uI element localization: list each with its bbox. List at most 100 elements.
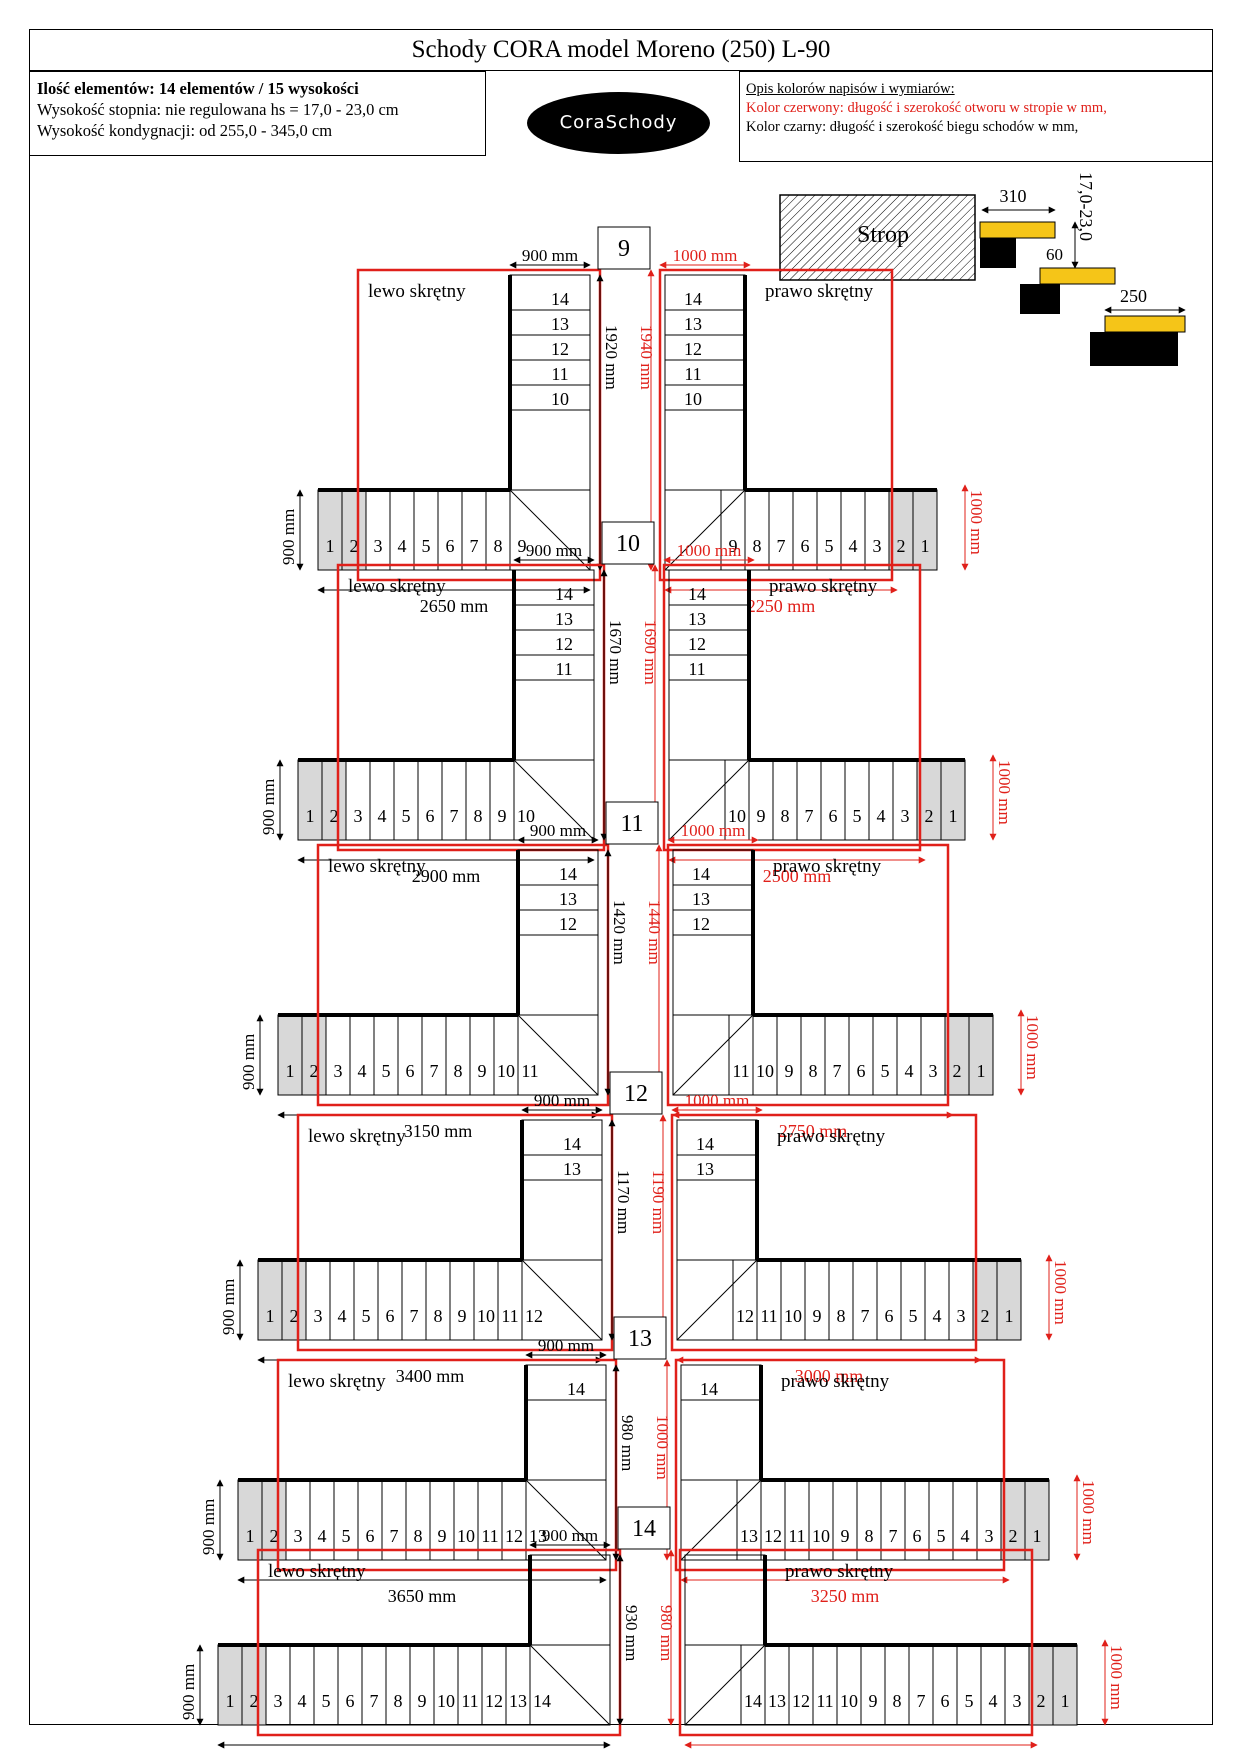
- right-step-number: 7: [805, 806, 814, 826]
- right-step-number: 10: [784, 1306, 802, 1326]
- rise-label: 17,0-23,0: [1076, 172, 1096, 241]
- right-step-number: 12: [736, 1306, 754, 1326]
- right-upper-step-number: 14: [700, 1379, 718, 1399]
- right-upper-step-number: 12: [684, 339, 702, 359]
- config-number-box: [617, 1506, 671, 1550]
- right-step-number: 9: [813, 1306, 822, 1326]
- right-upper-run: [680, 1364, 762, 1481]
- left-upper-step-number: 13: [555, 609, 573, 629]
- left-label: lewo skrętny: [308, 1126, 406, 1147]
- left-step-number: 1: [326, 536, 335, 556]
- right-step-number: 7: [861, 1306, 870, 1326]
- brand-logo: CoraSchody: [527, 92, 710, 154]
- left-step-number: 4: [378, 806, 387, 826]
- right-step-number: 4: [933, 1306, 942, 1326]
- right-step-number: 7: [917, 1691, 926, 1711]
- right-step-number: 4: [961, 1526, 970, 1546]
- right-label: prawo skrętny: [785, 1561, 894, 1582]
- right-step-number: 10: [756, 1061, 774, 1081]
- left-step-number: 2: [250, 1691, 259, 1711]
- left-step-number: 7: [470, 536, 479, 556]
- strop-slab: [779, 194, 976, 281]
- run-height-label: 1420 mm: [610, 900, 629, 965]
- left-upper-step-number: 11: [555, 659, 572, 679]
- left-step-number: 10: [457, 1526, 475, 1546]
- right-step-number: 2: [925, 806, 934, 826]
- right-label: prawo skrętny: [777, 1126, 886, 1147]
- left-label: lewo skrętny: [328, 856, 426, 877]
- left-upper-step-number: 13: [551, 314, 569, 334]
- right-side-label: 1000 mm: [1107, 1645, 1126, 1710]
- right-step-number: 10: [728, 806, 746, 826]
- left-upper-step-number: 13: [559, 889, 577, 909]
- info-step-height: Wysokość stopnia: nie regulowana hs = 17…: [37, 100, 399, 119]
- right-length-label: 3000 mm: [795, 1366, 864, 1386]
- right-upper-run: [664, 274, 746, 491]
- hole-height-label: 1190 mm: [649, 1170, 668, 1234]
- right-step-number: 2: [953, 1061, 962, 1081]
- left-run: [217, 1644, 611, 1726]
- right-winder: [672, 1014, 754, 1096]
- left-step-number: 7: [370, 1691, 379, 1711]
- left-step-number: 1: [246, 1526, 255, 1546]
- info-floor-height: Wysokość kondygnacji: od 255,0 - 345,0 c…: [37, 121, 333, 140]
- right-hole-outline: [678, 1548, 1034, 1737]
- right-upper-step-number: 10: [684, 389, 702, 409]
- info-elements: Ilość elementów: 14 elementów / 15 wysok…: [37, 79, 359, 98]
- left-side-label: 900 mm: [259, 779, 278, 835]
- left-step-number: 5: [422, 536, 431, 556]
- color-legend: Opis kolorów napisów i wymiarów: Kolor c…: [739, 71, 1213, 162]
- run-height-label: 980 mm: [618, 1415, 637, 1471]
- right-step-number: 2: [1037, 1691, 1046, 1711]
- left-step-number: 6: [366, 1526, 375, 1546]
- left-step-number: 5: [382, 1061, 391, 1081]
- right-side-label: 1000 mm: [967, 490, 986, 555]
- left-step-number: 9: [458, 1306, 467, 1326]
- left-side-label: 900 mm: [279, 509, 298, 565]
- left-step-number: 9: [498, 806, 507, 826]
- step-label: 250: [1120, 286, 1147, 306]
- left-step-number: 6: [346, 1691, 355, 1711]
- left-step-number: 2: [290, 1306, 299, 1326]
- left-step-number: 7: [410, 1306, 419, 1326]
- left-upper-step-number: 11: [551, 364, 568, 384]
- right-step-number: 10: [812, 1526, 830, 1546]
- left-step-number: 6: [446, 536, 455, 556]
- left-side-label: 900 mm: [199, 1499, 218, 1555]
- right-upper-step-number: 14: [684, 289, 702, 309]
- right-upper-step-number: 12: [692, 914, 710, 934]
- left-label: lewo skrętny: [268, 1561, 366, 1582]
- right-step-number: 4: [849, 536, 858, 556]
- config-number: 10: [616, 531, 640, 557]
- right-step-number: 11: [760, 1306, 777, 1326]
- right-upper-step-number: 14: [688, 584, 706, 604]
- right-step-number: 8: [809, 1061, 818, 1081]
- config-number-box: [613, 1316, 667, 1360]
- right-side-label: 1000 mm: [995, 760, 1014, 825]
- right-step-number: 8: [781, 806, 790, 826]
- left-step-number: 1: [306, 806, 315, 826]
- left-upper-step-number: 13: [563, 1159, 581, 1179]
- left-step-number: 8: [454, 1061, 463, 1081]
- left-step-number: 10: [497, 1061, 515, 1081]
- left-step-number: 8: [474, 806, 483, 826]
- right-step-number: 4: [877, 806, 886, 826]
- right-step-number: 6: [857, 1061, 866, 1081]
- right-step-number: 6: [801, 536, 810, 556]
- config-number-box: [609, 1071, 663, 1115]
- right-step-number: 14: [744, 1691, 762, 1711]
- right-label: prawo skrętny: [773, 856, 882, 877]
- left-length-label: 3150 mm: [404, 1121, 473, 1141]
- right-side-label: 1000 mm: [1051, 1260, 1070, 1325]
- left-upper-run: [525, 1364, 607, 1481]
- left-step-number: 6: [386, 1306, 395, 1326]
- right-length-label: 2500 mm: [763, 866, 832, 886]
- left-step-number: 1: [286, 1061, 295, 1081]
- left-length-label: 3650 mm: [388, 1586, 457, 1606]
- left-winder: [517, 1014, 599, 1096]
- left-step-number: 2: [350, 536, 359, 556]
- left-step-number: 8: [414, 1526, 423, 1546]
- legend-title: Opis kolorów napisów i wymiarów:: [746, 81, 955, 97]
- left-upper-step-number: 14: [551, 289, 569, 309]
